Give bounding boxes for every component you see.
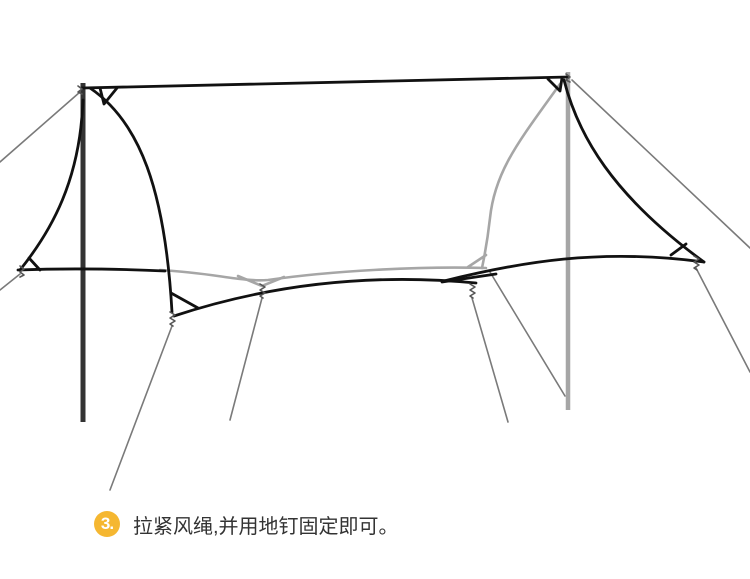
right-bottom-edge [442,254,706,283]
left-corner-patch [27,256,42,272]
right-front-edge [562,78,706,264]
guy-line-front-left [109,325,173,491]
left-back-edge [18,98,85,272]
front-left-corner-patch [169,291,200,310]
top-right-corner-patch [546,76,564,93]
back-right-edge [480,82,562,270]
left-front-edge [88,86,174,314]
back-bottom-edge [158,266,488,282]
hook-icon [469,283,476,299]
left-bottom-edge [16,267,167,273]
hook-icon [565,73,571,83]
hook-icon [77,85,83,95]
guy-line-left-pole [0,91,81,163]
hook-icon [259,283,266,299]
ridge-line [80,75,570,90]
guy-line-right-pole [571,79,750,249]
front-middle-corner-patch [440,272,498,284]
instruction-text: 拉紧风绳,并用地钉固定即可。 [133,515,399,538]
line-tensioners [19,73,700,327]
guy-line-back-right [489,271,566,397]
guy-line-front-middle [471,297,509,423]
tarp-front-edges [16,75,706,318]
hook-icon [693,255,700,271]
top-left-corner-patch [98,86,119,106]
guy-line-right-corner [695,267,750,373]
back-right-corner-patch [466,253,488,269]
front-bottom-edge [172,278,478,318]
hook-icon [169,311,176,327]
guy-line-left-corner [0,273,21,291]
guy-lines [0,79,750,491]
step-number-badge: 3. [94,511,120,537]
hook-icon [19,265,25,278]
right-corner-patch [669,242,688,257]
tarp-back-edges [158,82,562,288]
guy-line-back-middle [229,297,263,421]
instruction-caption: 3. 拉紧风绳,并用地钉固定即可。 [94,510,399,538]
